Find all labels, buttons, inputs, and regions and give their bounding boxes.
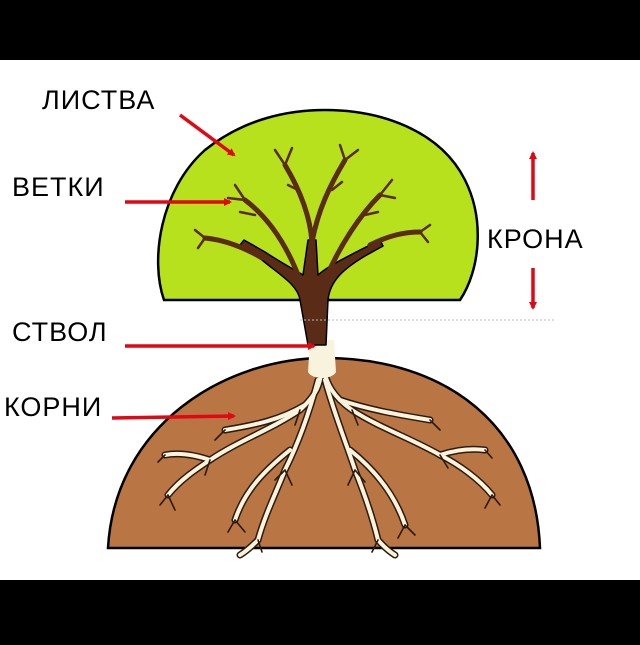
branch-twigs — [202, 157, 423, 283]
roots-label: КОРНИ — [4, 392, 103, 422]
trunk-label: СТВОЛ — [12, 317, 108, 347]
tree-foliage — [156, 108, 479, 302]
crown-label: КРОНА — [487, 224, 584, 254]
foliage-arrow — [178, 113, 236, 157]
label-arrows — [111, 113, 537, 421]
top-letterbox-bar — [0, 0, 640, 60]
branches-label: ВЕТКИ — [12, 172, 105, 202]
branch-fine-twigs — [193, 143, 432, 250]
trunk-and-branches — [239, 239, 384, 346]
foliage-label: ЛИСТВА — [42, 85, 156, 115]
bottom-letterbox-bar — [0, 580, 640, 640]
roots-arrow — [111, 412, 236, 421]
